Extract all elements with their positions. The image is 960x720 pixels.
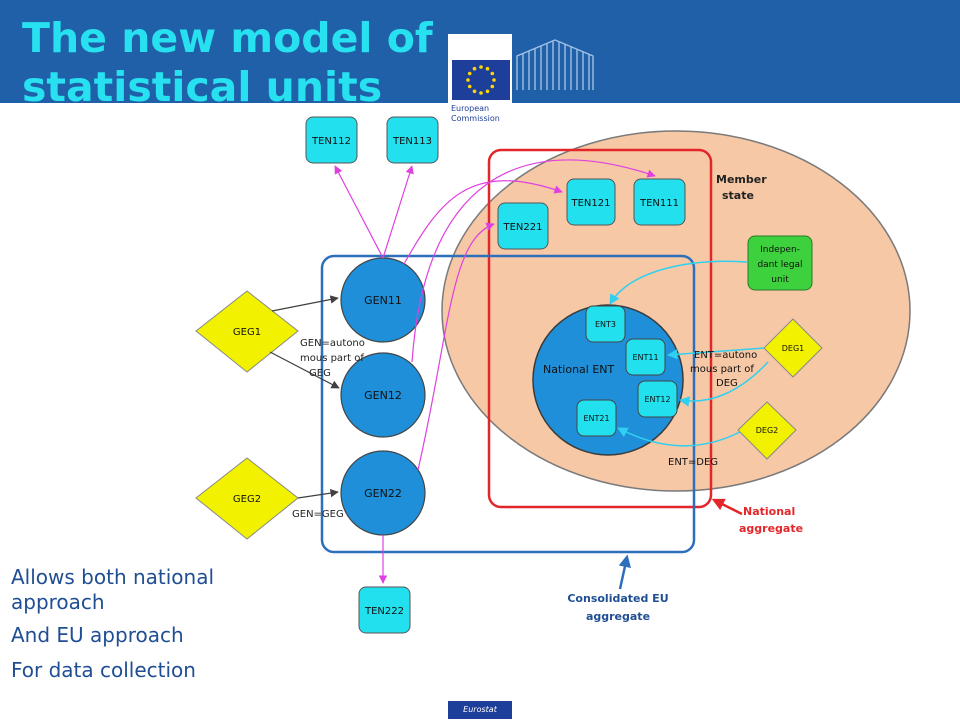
gen22-node: GEN22 (340, 450, 426, 536)
eu-flag-icon (452, 60, 510, 100)
ten222-label: TEN222 (364, 606, 404, 617)
logo-line-1: European (451, 104, 490, 113)
gen11-node: GEN11 (340, 257, 426, 343)
gen-autonomous-label-1: GEN=autono (300, 338, 365, 349)
geg1-node: GEG1 (195, 290, 299, 373)
arrow-gen22-ten221 (417, 222, 495, 471)
ten121-node: TEN121 (566, 178, 616, 226)
national-ent-label: National ENT (543, 363, 615, 376)
member-state-label-1: Member (716, 173, 767, 186)
ent21-label: ENT21 (583, 414, 609, 423)
deg2-node: DEG2 (737, 401, 797, 460)
ent3-label: ENT3 (595, 320, 616, 329)
arrow-deg1-ent12 (678, 361, 769, 407)
consolidated-eu-box (320, 254, 696, 554)
ten113-label: TEN113 (392, 136, 432, 147)
berlaymont-building-icon (516, 39, 594, 90)
gen12-label: GEN12 (364, 389, 402, 402)
ent11-node: ENT11 (625, 338, 666, 376)
ten121-label: TEN121 (571, 198, 611, 209)
logo-text: European Commission (451, 104, 500, 124)
bullet-3: And EU approach (11, 623, 184, 647)
ten221-label: TEN221 (503, 222, 543, 233)
national-aggregate-label-1: National (743, 505, 795, 518)
consolidated-pointer (618, 554, 631, 590)
arrow-deg1-ent11 (666, 347, 765, 360)
ent3-node: ENT3 (585, 305, 626, 343)
arrow-deg2-ent21 (617, 427, 741, 447)
indep-label-3: unit (771, 275, 789, 285)
arrow-gen12-ten111 (411, 159, 656, 363)
consolidated-label-2: aggregate (586, 610, 650, 623)
national-aggregate-box (487, 148, 713, 509)
logo-line-2: Commission (451, 114, 500, 123)
bullet-list: Allows both national approach And EU app… (11, 565, 214, 683)
gen12-node: GEN12 (340, 352, 426, 438)
ent12-node: ENT12 (637, 380, 678, 418)
bullet-1: Allows both national (11, 565, 215, 589)
arrow-gen11-ten121 (403, 180, 563, 265)
ent-autonomous-label-3: DEG (716, 378, 738, 389)
ten222-node: TEN222 (358, 586, 411, 634)
gen11-label: GEN11 (364, 294, 402, 307)
arrow-geg2-gen22 (297, 488, 339, 499)
ent11-label: ENT11 (632, 353, 658, 362)
geg2-node: GEG2 (195, 457, 299, 540)
arrow-indep-ent3 (609, 260, 749, 305)
gen-autonomous-label-3: GEG (309, 368, 331, 379)
indep-label-2: dant legal (757, 260, 802, 270)
ent-autonomous-label-1: ENT=autono (694, 350, 757, 361)
page-title: The new model of statistical units (22, 14, 433, 112)
member-state-label-2: state (722, 189, 754, 202)
gen-autonomous-label-2: mous part of (300, 353, 364, 364)
ent-autonomous-label-2: mous part of (690, 364, 754, 375)
gen-geg-label: GEN=GEG (292, 509, 344, 520)
ent12-label: ENT12 (644, 395, 670, 404)
gen22-label: GEN22 (364, 487, 402, 500)
ten111-label: TEN111 (639, 198, 679, 209)
deg1-node: DEG1 (763, 318, 823, 378)
ent21-node: ENT21 (576, 399, 617, 437)
bullet-4: For data collection (11, 658, 196, 682)
geg2-label: GEG2 (233, 494, 261, 505)
ten111-node: TEN111 (633, 178, 686, 226)
title-line-1: The new model of (22, 14, 433, 62)
bullet-2: approach (11, 590, 105, 614)
ten221-node: TEN221 (497, 202, 549, 250)
national-aggregate-label-2: aggregate (739, 522, 803, 535)
title-line-2: statistical units (22, 63, 383, 111)
ten113-node: TEN113 (386, 116, 439, 164)
deg1-label: DEG1 (782, 344, 805, 353)
arrow-geg1-gen11 (271, 295, 339, 312)
indep-label-1: Indepen- (760, 245, 800, 255)
geg1-label: GEG1 (233, 327, 261, 338)
independent-legal-unit-node: Indepen- dant legal unit (747, 235, 813, 291)
arrow-gen11-ten113 (382, 165, 414, 259)
ten112-node: TEN112 (305, 116, 358, 164)
deg2-label: DEG2 (756, 426, 779, 435)
arrow-gen11-ten112 (334, 165, 384, 259)
ten112-label: TEN112 (311, 136, 351, 147)
arrow-geg1-gen12 (269, 351, 340, 389)
consolidated-label-1: Consolidated EU (567, 592, 668, 605)
ent-deg-label: ENT=DEG (668, 457, 718, 468)
national-aggregate-pointer (711, 498, 743, 516)
footer-eurostat: Eurostat (448, 701, 512, 719)
